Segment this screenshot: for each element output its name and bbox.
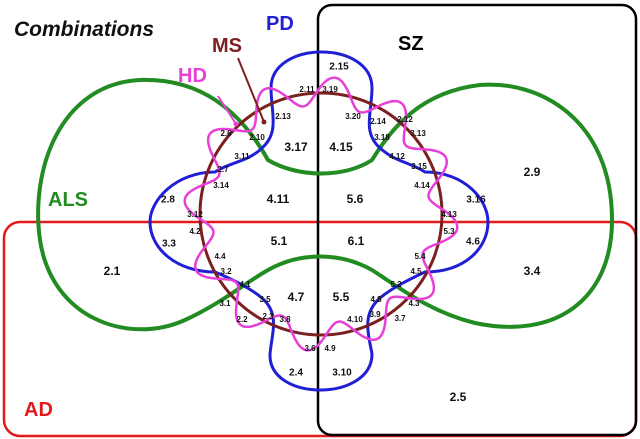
region-label: 6.1	[348, 234, 365, 248]
region-label: 2.12	[397, 115, 413, 124]
diagram-title: Combinations	[14, 18, 154, 41]
region-label: 5.2	[390, 280, 402, 289]
region-label: 2.1	[104, 264, 121, 278]
region-label: 3.15	[411, 162, 427, 171]
region-label: 4.14	[414, 181, 430, 190]
region-label: 3.11	[234, 152, 250, 161]
hd-pointer	[217, 95, 237, 125]
sz-set-boundary	[316, 3, 638, 437]
region-label: 2.13	[275, 112, 291, 121]
region-label: 4.10	[347, 315, 363, 324]
region-label: 4.7	[288, 290, 305, 304]
region-label: 4.11	[267, 192, 290, 206]
region-label: 5.5	[333, 290, 350, 304]
set-label-ad: AD	[24, 399, 53, 421]
region-label: 5.1	[271, 234, 288, 248]
region-label: 5.6	[347, 192, 364, 206]
ms-pointer-dot	[261, 119, 267, 125]
region-label: 3.1	[219, 299, 231, 308]
region-label: 2.2	[236, 315, 248, 324]
set-label-ms: MS	[212, 35, 242, 57]
region-label: 2.9	[524, 165, 541, 179]
region-label: 3.14	[213, 181, 229, 190]
region-label: 3.2	[220, 267, 232, 276]
region-label: 3.7	[394, 314, 406, 323]
region-label: 2.6	[220, 129, 232, 138]
hd-pointer-dot	[233, 121, 239, 127]
als-set-boundary	[36, 77, 615, 332]
region-label: 3.3	[162, 239, 176, 250]
set-label-sz: SZ	[398, 33, 424, 55]
region-label: 5.3	[443, 227, 455, 236]
region-label: 4.2	[189, 227, 201, 236]
region-label: 3.16	[466, 195, 486, 206]
region-label: 3.18	[374, 133, 390, 142]
region-label: 4.15	[329, 140, 353, 154]
ad-set-boundary	[2, 220, 638, 438]
region-label: 4.1	[239, 280, 251, 289]
region-label: 5.4	[414, 252, 426, 261]
region-label: 2.8	[161, 195, 175, 206]
region-label: 3.6	[304, 344, 316, 353]
pd-set-boundary	[148, 50, 490, 392]
region-label: 2.11	[299, 85, 315, 94]
region-label: 3.8	[279, 315, 291, 324]
region-label: 4.8	[370, 295, 382, 304]
region-label: 4.9	[324, 344, 336, 353]
set-label-pd: PD	[266, 13, 294, 35]
region-label: 3.10	[332, 368, 352, 379]
region-label: 3.9	[369, 310, 381, 319]
region-label: 3.17	[284, 140, 308, 154]
hd-set-boundary	[183, 76, 459, 352]
region-label: 2.15	[329, 62, 349, 73]
region-label: 2.5	[450, 390, 467, 404]
region-label: 3.19	[322, 85, 338, 94]
region-labels: 2.15 2.11 3.19 2.13 3.20 2.14 2.12 3.18 …	[104, 62, 541, 405]
region-label: 4.6	[466, 237, 480, 248]
ms-set-boundary	[198, 91, 444, 337]
region-label: 2.14	[370, 117, 386, 126]
region-label: 2.3	[262, 312, 274, 321]
region-label: 3.12	[187, 210, 203, 219]
region-label: 3.20	[345, 112, 361, 121]
region-label: 3.5	[259, 295, 271, 304]
region-label: 4.5	[410, 267, 422, 276]
set-label-hd: HD	[178, 65, 207, 87]
region-label: 4.13	[441, 210, 457, 219]
ms-pointer	[237, 57, 265, 123]
region-label: 3.4	[524, 264, 541, 278]
region-label: 4.4	[214, 252, 226, 261]
region-label: 4.12	[389, 152, 405, 161]
region-label: 3.13	[410, 129, 426, 138]
region-label: 2.10	[249, 133, 265, 142]
region-label: 4.3	[408, 299, 420, 308]
region-label: 2.4	[289, 368, 303, 379]
set-label-als: ALS	[48, 189, 88, 211]
region-label: 2.7	[217, 165, 229, 174]
